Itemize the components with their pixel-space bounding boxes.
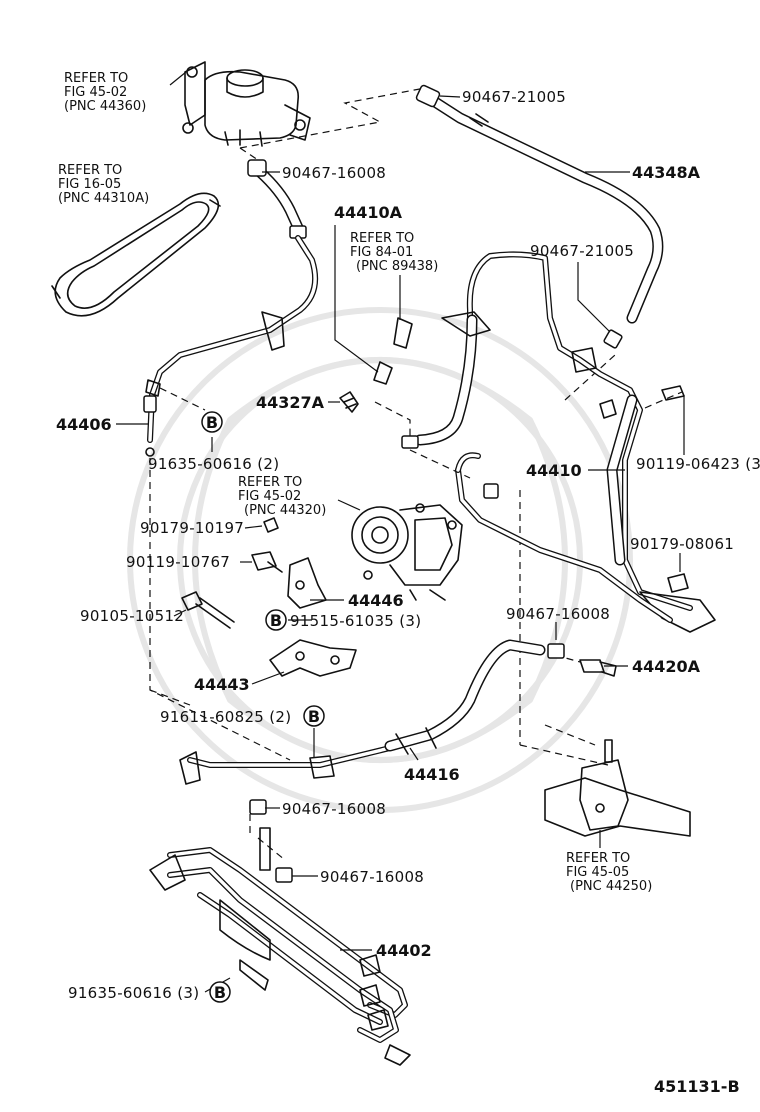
svg-text:B: B [214, 983, 226, 1002]
pnc-44443: 44443 [194, 675, 250, 694]
pn-91635-60616-3: 91635-60616 (3) [68, 984, 199, 1002]
refer-45-05: REFER TO FIG 45-05 (PNC 44250) [566, 851, 652, 894]
pnc-44327A: 44327A [256, 393, 325, 412]
refer-84-01: REFER TO FIG 84-01 (PNC 89438) [350, 231, 438, 274]
bolt-marker-b-1: B [201, 411, 223, 433]
pn-91515-61035: 91515-61035 (3) [290, 612, 421, 630]
pnc-44446: 44446 [348, 591, 404, 610]
pump-bracket-44446 [251, 517, 327, 609]
pn-90105-10512: 90105-10512 [80, 607, 184, 625]
pn-91635-60616-2: 91635-60616 (2) [148, 455, 279, 473]
reference-lines [149, 87, 683, 861]
bracket-44443 [269, 639, 357, 677]
pn-90467-16008-c: 90467-16008 [282, 800, 386, 818]
pnc-44416: 44416 [404, 765, 460, 784]
pnc-44348A: 44348A [632, 163, 701, 182]
pn-90119-06423: 90119-06423 (3 [636, 455, 760, 473]
svg-text:B: B [270, 611, 282, 630]
refer-16-05: REFER TO FIG 16-05 (PNC 44310A) [58, 163, 149, 206]
refer-45-02-pump: REFER TO FIG 45-02 (PNC 44320) [238, 475, 326, 518]
pressure-hose-44416 [179, 639, 565, 785]
leader-lines [116, 71, 685, 993]
callout-labels: REFER TO FIG 45-02 (PNC 44360) REFER TO … [56, 71, 760, 1096]
bolt-90105-10512 [181, 591, 235, 629]
pressure-line-44410 [401, 251, 716, 633]
refer-45-02-top: REFER TO FIG 45-02 (PNC 44360) [64, 71, 146, 114]
bolt-marker-b-2: B [265, 609, 287, 631]
pn-90179-10197: 90179-10197 [140, 519, 244, 537]
pnc-44406: 44406 [56, 415, 112, 434]
pn-90119-10767: 90119-10767 [126, 553, 230, 571]
pn-90467-16008-d: 90467-16008 [320, 868, 424, 886]
svg-text:B: B [206, 413, 218, 432]
pnc-44402: 44402 [376, 941, 432, 960]
pnc-44410: 44410 [526, 461, 582, 480]
steering-gear-box [544, 739, 691, 837]
pn-90467-21005-mid: 90467-21005 [530, 242, 634, 260]
union-44410A [373, 317, 413, 385]
clamp-44327A [339, 391, 359, 413]
bolt-marker-b-3: B [303, 705, 325, 727]
supply-line-44406 [143, 159, 318, 457]
pnc-44410A: 44410A [334, 203, 403, 222]
reservoir-tank [182, 61, 311, 147]
figure-id: 451131-B [654, 1077, 740, 1096]
pnc-44420A: 44420A [632, 657, 701, 676]
drive-belt [51, 192, 221, 317]
return-hose-44348A [415, 84, 664, 324]
oil-cooler-44402 [149, 799, 411, 1066]
svg-text:B: B [308, 707, 320, 726]
pn-90467-21005-top: 90467-21005 [462, 88, 566, 106]
pn-90467-16008-a: 90467-16008 [282, 164, 386, 182]
pn-90467-16008-b: 90467-16008 [506, 605, 610, 623]
bolt-markers: B B B B [201, 411, 325, 1003]
return-tube [455, 329, 685, 623]
pn-90179-08061: 90179-08061 [630, 535, 734, 553]
bolt-marker-b-4: B [209, 981, 231, 1003]
background-watermark [127, 307, 633, 813]
power-steering-pump [351, 503, 463, 601]
union-44420A [579, 659, 617, 677]
pn-91611-60825: 91611-60825 (2) [160, 708, 291, 726]
